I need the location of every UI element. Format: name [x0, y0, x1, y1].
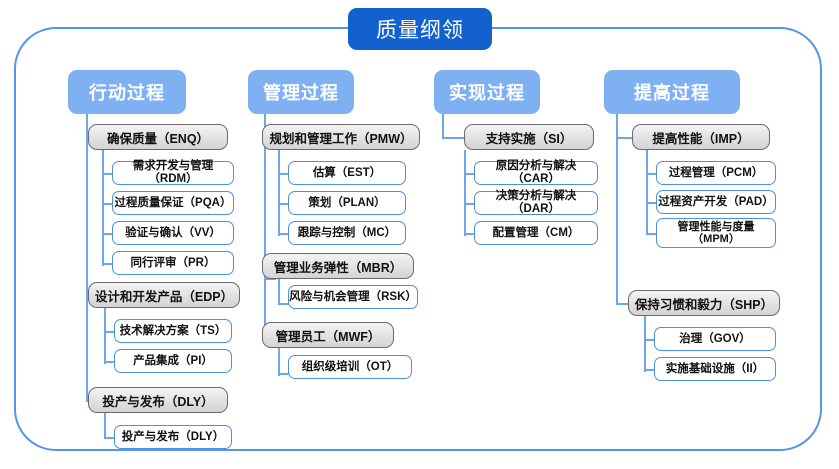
connector-leaf-0-2-0 [104, 437, 116, 439]
connector-leaf-0-0-1 [102, 203, 114, 205]
group-box-3-0[interactable]: 提高性能（IMP） [632, 124, 770, 150]
group-box-2-0[interactable]: 支持实施（SI） [464, 124, 594, 150]
connector-leaf-2-0-1 [464, 203, 476, 205]
connector-leaf-1-1-0 [278, 303, 290, 305]
leaf-box-0-0-2[interactable]: 验证与确认（VV） [112, 221, 234, 245]
connector-group-1-1-trunk [278, 279, 280, 305]
connector-leaf-3-1-0 [644, 339, 656, 341]
connector-column-2-trunk [442, 114, 444, 138]
group-box-0-0[interactable]: 确保质量（ENQ） [88, 124, 228, 150]
leaf-box-2-0-1[interactable]: 决策分析与解决（DAR） [474, 190, 598, 215]
leaf-box-1-0-0[interactable]: 估算（EST） [288, 161, 406, 185]
leaf-box-2-0-0[interactable]: 原因分析与解决（CAR） [474, 160, 598, 185]
leaf-box-3-0-2[interactable]: 管理性能与度量（MPM） [656, 218, 776, 248]
connector-leaf-1-0-0 [278, 173, 290, 175]
leaf-box-1-0-1[interactable]: 策划（PLAN） [288, 191, 406, 215]
group-box-1-0[interactable]: 规划和管理工作（PMW） [262, 124, 420, 150]
connector-leaf-0-1-0 [104, 331, 116, 333]
connector-group-0-0-trunk [102, 150, 104, 266]
connector-group-1-2-trunk [278, 348, 280, 376]
leaf-box-0-0-1[interactable]: 过程质量保证（PQA） [112, 191, 234, 215]
connector-leaf-3-1-1 [644, 369, 656, 371]
leaf-box-0-2-0[interactable]: 投产与发布（DLY） [114, 425, 232, 449]
connector-column-1-trunk [264, 114, 266, 344]
connector-column-0-trunk [86, 114, 88, 400]
connector-leaf-0-0-2 [102, 233, 114, 235]
connector-leaf-0-1-1 [104, 361, 116, 363]
leaf-box-1-0-2[interactable]: 跟踪与控制（MC） [288, 221, 406, 245]
leaf-box-0-1-0[interactable]: 技术解决方案（TS） [114, 319, 232, 343]
connector-group-3-0-trunk [646, 150, 648, 234]
leaf-box-0-0-3[interactable]: 同行评审（PR） [112, 251, 234, 275]
connector-group-0-2-trunk [104, 413, 106, 439]
leaf-box-0-1-1[interactable]: 产品集成（PI） [114, 349, 232, 373]
leaf-box-0-0-0[interactable]: 需求开发与管理（RDM） [112, 160, 234, 185]
connector-leaf-3-0-0 [646, 173, 658, 175]
column-header-2[interactable]: 实现过程 [434, 70, 540, 114]
connector-column-3-trunk [616, 114, 618, 304]
column-header-1[interactable]: 管理过程 [248, 70, 354, 114]
connector-leaf-2-0-0 [464, 173, 476, 175]
group-box-0-1[interactable]: 设计和开发产品（EDP） [88, 282, 240, 308]
leaf-box-3-0-0[interactable]: 过程管理（PCM） [656, 161, 776, 185]
connector-group-1-0-trunk [278, 150, 280, 236]
connector-group-3-1 [616, 303, 634, 305]
column-header-0[interactable]: 行动过程 [68, 70, 186, 114]
diagram-title: 质量纲领 [348, 8, 492, 50]
connector-leaf-0-0-3 [102, 263, 114, 265]
connector-leaf-3-0-2 [646, 233, 658, 235]
leaf-box-1-1-0[interactable]: 风险与机会管理（RSK） [288, 285, 418, 309]
connector-group-3-1-trunk [644, 316, 646, 372]
leaf-box-1-2-0[interactable]: 组织级培训（OT） [288, 355, 412, 379]
connector-group-2-0 [442, 137, 468, 139]
leaf-box-3-1-1[interactable]: 实施基础设施（II） [654, 357, 776, 381]
connector-leaf-2-0-2 [464, 233, 476, 235]
group-box-3-1[interactable]: 保持习惯和毅力（SHP） [628, 290, 780, 316]
connector-group-0-1-trunk [104, 308, 106, 364]
group-box-1-1[interactable]: 管理业务弹性（MBR） [262, 253, 414, 279]
column-header-3[interactable]: 提高过程 [604, 70, 740, 114]
connector-group-3-0 [616, 137, 634, 139]
connector-leaf-1-0-2 [278, 233, 290, 235]
connector-leaf-1-0-1 [278, 203, 290, 205]
connector-leaf-1-2-0 [278, 373, 290, 375]
connector-leaf-3-0-1 [646, 202, 658, 204]
leaf-box-3-0-1[interactable]: 过程资产开发（PAD） [656, 190, 776, 214]
group-box-0-2[interactable]: 投产与发布（DLY） [88, 387, 228, 413]
leaf-box-3-1-0[interactable]: 治理（GOV） [654, 327, 776, 351]
group-box-1-2[interactable]: 管理员工（MWF） [262, 322, 394, 348]
connector-group-2-0-trunk [464, 150, 466, 236]
connector-leaf-0-0-0 [102, 173, 114, 175]
leaf-box-2-0-2[interactable]: 配置管理（CM） [474, 221, 598, 245]
